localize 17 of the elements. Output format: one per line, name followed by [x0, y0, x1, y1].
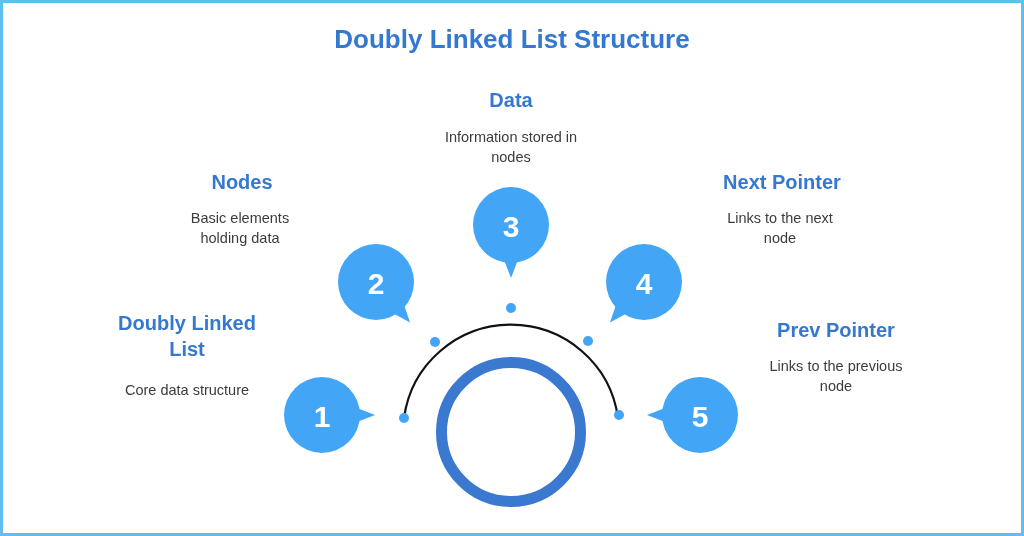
step-description: Links to the next node: [726, 209, 834, 248]
step-description: Links to the previous node: [768, 357, 904, 396]
step-number: 2: [367, 267, 385, 302]
step-number: 1: [313, 400, 331, 435]
step-number: 5: [691, 400, 709, 435]
step-heading: Nodes: [210, 170, 274, 195]
step-heading: Prev Pointer: [776, 318, 896, 343]
step-heading: Doubly Linked List: [117, 311, 257, 362]
step-number: 3: [502, 210, 520, 245]
step-heading: Next Pointer: [722, 170, 842, 195]
step-number: 4: [635, 267, 653, 302]
step-description: Basic elements holding data: [189, 209, 291, 248]
step-heading: Data: [488, 88, 534, 113]
diagram-title: Doubly Linked List Structure: [333, 24, 691, 55]
step-description: Core data structure: [123, 381, 251, 400]
step-description: Information stored in nodes: [443, 128, 579, 167]
center-ring: [436, 357, 586, 507]
